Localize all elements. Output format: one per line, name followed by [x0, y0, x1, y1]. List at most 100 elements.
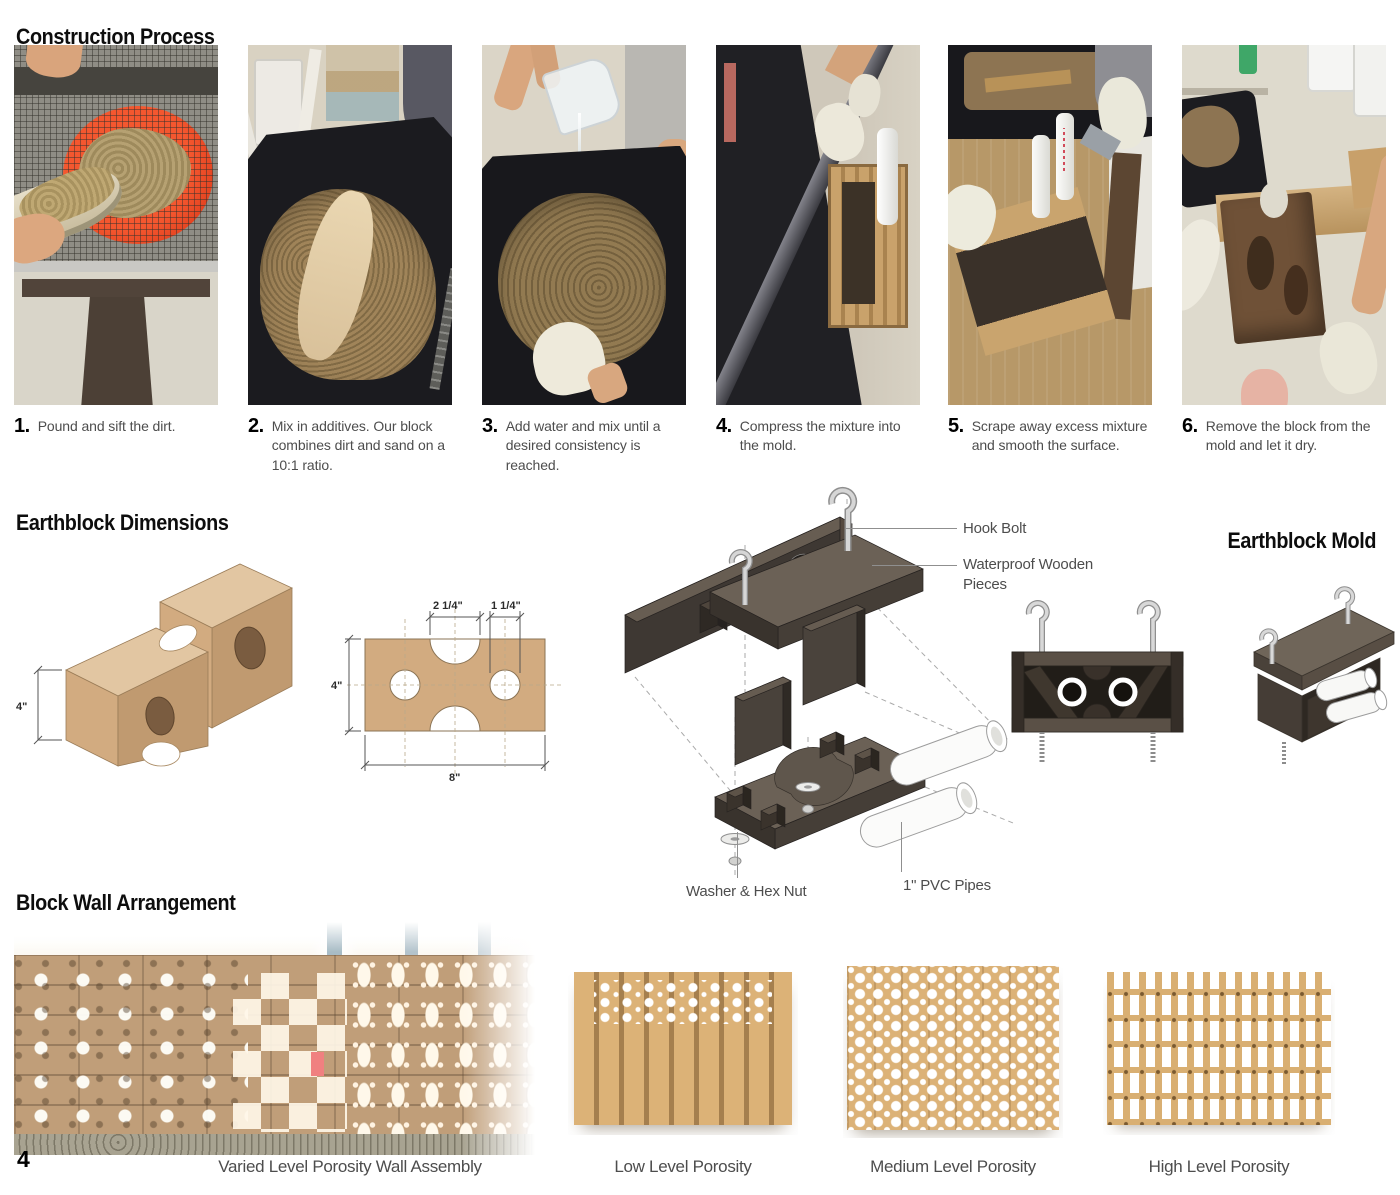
hand-bottom [1241, 369, 1289, 405]
step-text: Pound and sift the dirt. [37, 418, 176, 434]
shelf-edge [1182, 88, 1268, 96]
dim-label-4in: 4" [16, 701, 27, 713]
low-porosity-holes [594, 980, 772, 1024]
step-text: Remove the block from the mold and let i… [1205, 418, 1371, 454]
photo-step1-sift-dirt [14, 45, 218, 405]
white-bucket [1306, 45, 1358, 93]
step-text: Mix in additives. Our block combines dir… [271, 418, 445, 473]
stand-leg [81, 297, 153, 405]
pvc-pipe [1315, 667, 1378, 702]
washer-and-nut-1 [720, 833, 750, 866]
earthblock-isometric-drawing: 4" [16, 563, 293, 767]
dim-label-width: 8" [449, 772, 460, 784]
floor [14, 1134, 535, 1155]
mold-body [1253, 607, 1395, 743]
right-fade [462, 922, 535, 1155]
stand-crossbar [22, 279, 210, 297]
step-text: Add water and mix until a desired consis… [505, 418, 661, 473]
label-pvc-pipes: 1" PVC Pipes [903, 877, 991, 894]
pvc-pipe-1 [859, 782, 978, 848]
block-bottom-notch [141, 741, 181, 767]
caption-medium-porosity: Medium Level Porosity [870, 1157, 1036, 1176]
step-number: 5. [948, 415, 964, 437]
small-cubes [726, 731, 880, 831]
photo-step4-compress-mold [716, 45, 920, 405]
end-plate-center [734, 676, 792, 766]
top-fade [14, 922, 535, 953]
hook-bolt-small [728, 549, 753, 605]
leader-hook-bolt [845, 528, 957, 529]
leader-washer [737, 832, 738, 878]
step-text: Scrape away excess mixture and smooth th… [971, 418, 1148, 454]
pvc-pipe [1031, 135, 1050, 218]
caption-low-porosity: Low Level Porosity [614, 1157, 752, 1176]
step-caption-6: 6. Remove the block from the mold and le… [1182, 416, 1382, 456]
step-number: 3. [482, 415, 498, 437]
red-funnel [724, 63, 737, 143]
block-left-mass [65, 627, 209, 767]
photo-step5-scrape-surface [948, 45, 1152, 405]
mold-exploded-diagram [624, 486, 1014, 879]
pipe-hole [1057, 677, 1087, 707]
photo-varied-porosity-wall [14, 922, 535, 1155]
white-bucket [1353, 45, 1386, 118]
hook-bolts [1259, 586, 1356, 664]
shelf-boxes [325, 45, 399, 121]
label-wooden-pieces: Waterproof Wooden Pieces [963, 556, 1094, 593]
pipe-red-label [1063, 127, 1066, 171]
bottom-notch [429, 705, 481, 732]
dim-label-notch: 2 1/4" [433, 600, 463, 612]
wall-holes [14, 954, 249, 1137]
mold-frame [1011, 651, 1184, 733]
pvc-pipe [1056, 113, 1075, 200]
step-caption-2: 2. Mix in additives. Our block combines … [248, 415, 448, 475]
hook-bolts [1025, 600, 1161, 652]
pvc-pipe-2 [889, 720, 1008, 786]
step-caption-1: 1. Pound and sift the dirt. [14, 415, 214, 437]
step-caption-5: 5. Scrape away excess mixture and smooth… [948, 415, 1148, 456]
medium-porosity-wall [847, 966, 1059, 1130]
high-porosity-wall [1107, 972, 1331, 1125]
step-caption-3: 3. Add water and mix until a desired con… [482, 415, 682, 475]
mold-cavity [842, 181, 876, 305]
wall-holes-small [14, 954, 249, 1137]
hook-bolt-large [828, 486, 858, 551]
step-number: 1. [14, 415, 30, 437]
centerlines [347, 609, 563, 775]
end-plate-right [802, 604, 866, 706]
dimension-4in [33, 665, 62, 745]
block-hole [234, 626, 266, 670]
step-number: 2. [248, 415, 264, 437]
block-hole [1247, 235, 1274, 290]
water-stream [577, 113, 581, 168]
section-title-mold: Earthblock Mold [1227, 528, 1376, 554]
step-text: Compress the mixture into the mold. [739, 418, 901, 454]
photo-step2-mix-additives [248, 45, 452, 405]
green-bottle [1239, 45, 1258, 74]
dim-label-hole: 1 1/4" [491, 600, 521, 612]
checkerboard-gaps [232, 973, 348, 1132]
mold-front-view [1011, 600, 1184, 762]
page-number: 4 [17, 1146, 30, 1172]
section-title-wall: Block Wall Arrangement [16, 890, 236, 916]
leader-wooden-pieces [872, 565, 957, 566]
render-medium-porosity [843, 966, 1063, 1138]
photo-step6-remove-block [1182, 45, 1386, 405]
label-hook-bolt: Hook Bolt [963, 520, 1027, 537]
block-hole [1284, 264, 1309, 315]
block-hole [145, 696, 175, 736]
step-caption-4: 4. Compress the mixture into the mold. [716, 415, 916, 456]
render-low-porosity [568, 972, 798, 1135]
caption-varied-porosity: Varied Level Porosity Wall Assembly [218, 1157, 482, 1176]
label-washer-hex-nut: Washer & Hex Nut [686, 883, 807, 900]
pvc-pipe [1325, 689, 1388, 724]
caption-high-porosity: High Level Porosity [1148, 1157, 1290, 1176]
red-block [310, 1052, 324, 1076]
block-notch [1259, 181, 1289, 218]
washer-and-nut-2 [795, 782, 821, 814]
mold-isometric-view [1253, 586, 1395, 764]
block-top-notch [158, 624, 198, 652]
photo-step3-add-water [482, 45, 686, 405]
step-number: 4. [716, 415, 732, 437]
